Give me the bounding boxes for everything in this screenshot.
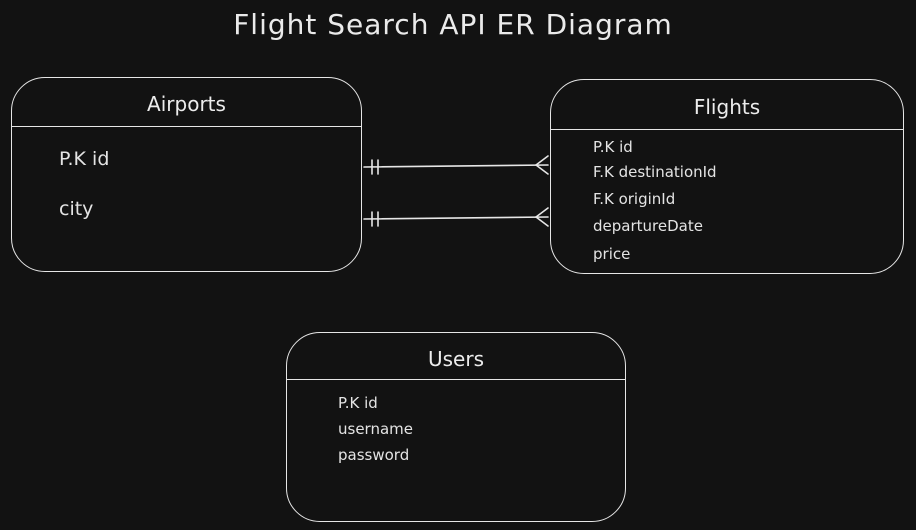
users-attribute-password: password bbox=[338, 446, 410, 464]
entity-flights-name: Flights bbox=[551, 80, 903, 130]
entity-users[interactable]: Users P.K id username password bbox=[286, 332, 626, 522]
diagram-title: Flight Search API ER Diagram bbox=[233, 8, 673, 41]
entity-airports-name: Airports bbox=[12, 78, 361, 127]
flights-attribute-origin-id: F.K originId bbox=[593, 190, 676, 208]
flights-attribute-price: price bbox=[593, 245, 631, 263]
flights-attribute-id: P.K id bbox=[593, 138, 633, 156]
airports-attribute-city: city bbox=[59, 198, 94, 220]
airports-attribute-id: P.K id bbox=[59, 148, 110, 170]
relationship-airports-flights-1[interactable] bbox=[363, 155, 549, 175]
users-attribute-id: P.K id bbox=[338, 394, 378, 412]
entity-users-name: Users bbox=[287, 333, 625, 380]
entity-airports[interactable]: Airports P.K id city bbox=[11, 77, 362, 272]
flights-attribute-destination-id: F.K destinationId bbox=[593, 163, 717, 181]
many-marker-prong bbox=[535, 155, 549, 166]
relationship-airports-flights-2[interactable] bbox=[363, 207, 549, 227]
many-marker-prong bbox=[535, 216, 549, 227]
entity-flights[interactable]: Flights P.K id F.K destinationId F.K ori… bbox=[550, 79, 904, 274]
relationship-line bbox=[363, 164, 549, 168]
relationship-line bbox=[363, 216, 549, 220]
many-marker-prong bbox=[535, 207, 549, 218]
many-marker-prong bbox=[535, 164, 549, 175]
flights-attribute-departure-date: departureDate bbox=[593, 217, 703, 235]
users-attribute-username: username bbox=[338, 420, 413, 438]
